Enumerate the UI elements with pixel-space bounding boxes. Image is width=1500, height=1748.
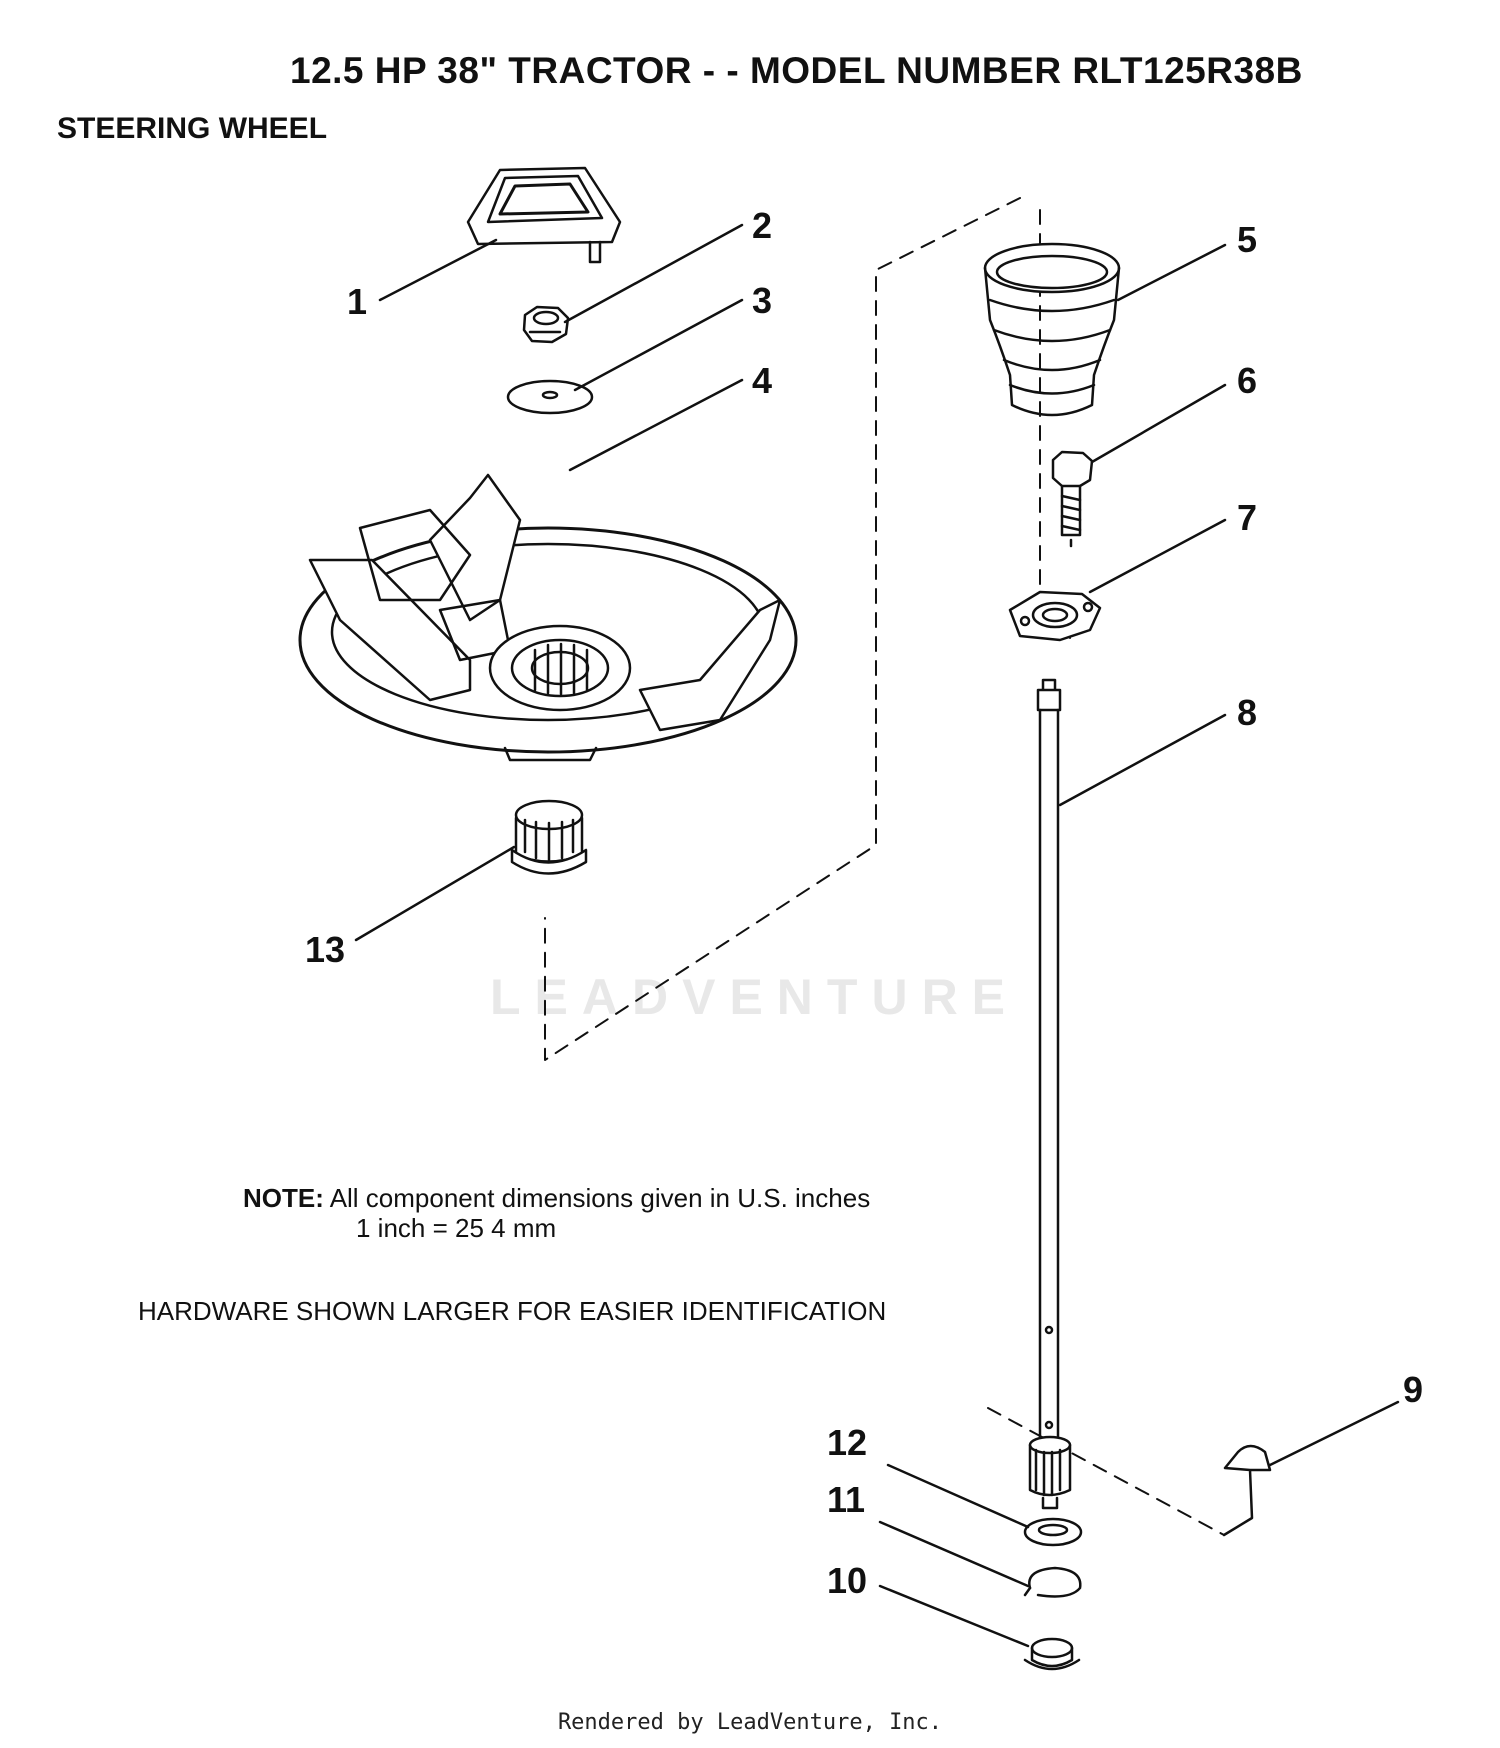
callout-2: 2	[752, 205, 772, 246]
callout-12: 12	[827, 1422, 867, 1463]
callout-9: 9	[1403, 1369, 1423, 1410]
callout-6: 6	[1237, 360, 1257, 401]
callout-8: 8	[1237, 692, 1257, 733]
footer-credit: Rendered by LeadVenture, Inc.	[557, 1710, 943, 1735]
callout-10: 10	[827, 1560, 867, 1601]
part-4-steering-wheel[interactable]	[298, 473, 798, 762]
callout-11: 11	[827, 1479, 865, 1520]
section-title: STEERING WHEEL	[57, 112, 328, 145]
part-11-retaining-ring[interactable]	[1023, 1566, 1082, 1598]
assembly-dashed-lines	[544, 197, 1225, 1536]
note-line-2: 1 inch = 25 4 mm	[356, 1213, 557, 1243]
part-7-flange-bearing[interactable]	[1008, 590, 1102, 642]
part-2-hex-nut[interactable]	[522, 305, 570, 344]
shaft-pinion-gear[interactable]	[1028, 1435, 1072, 1510]
part-1-center-cap[interactable]	[466, 166, 622, 264]
hardware-note: HARDWARE SHOWN LARGER FOR EASIER IDENTIF…	[138, 1296, 887, 1326]
note-line-1: All component dimensions given in U.S. i…	[329, 1183, 871, 1213]
callout-7: 7	[1237, 497, 1257, 538]
watermark-text: LEADVENTURE	[490, 969, 1020, 1025]
part-10-cap-plug[interactable]	[1023, 1637, 1081, 1671]
part-8-steering-shaft[interactable]	[1036, 678, 1062, 1447]
leader-lines	[354, 223, 1400, 1648]
part-3-flat-washer[interactable]	[506, 379, 594, 415]
callout-1: 1	[347, 281, 367, 322]
callout-3: 3	[752, 280, 772, 321]
dimension-note: NOTE: All component dimensions given in …	[243, 1183, 870, 1243]
callout-5: 5	[1237, 219, 1257, 260]
callout-labels: 1 2 3 4 5 6 7 8 9 10 11 12 13	[305, 205, 1423, 1601]
part-9-key[interactable]	[1222, 1444, 1272, 1537]
callout-13: 13	[305, 929, 345, 970]
part-5-steering-boot[interactable]	[983, 242, 1121, 417]
callout-4: 4	[752, 360, 772, 401]
part-13-steering-adapter[interactable]	[510, 799, 588, 875]
part-12-flat-washer[interactable]	[1023, 1517, 1083, 1547]
part-6-hex-bolt[interactable]	[1051, 450, 1094, 554]
page-title: 12.5 HP 38" TRACTOR - - MODEL NUMBER RLT…	[290, 50, 1303, 91]
note-label: NOTE:	[243, 1183, 324, 1213]
